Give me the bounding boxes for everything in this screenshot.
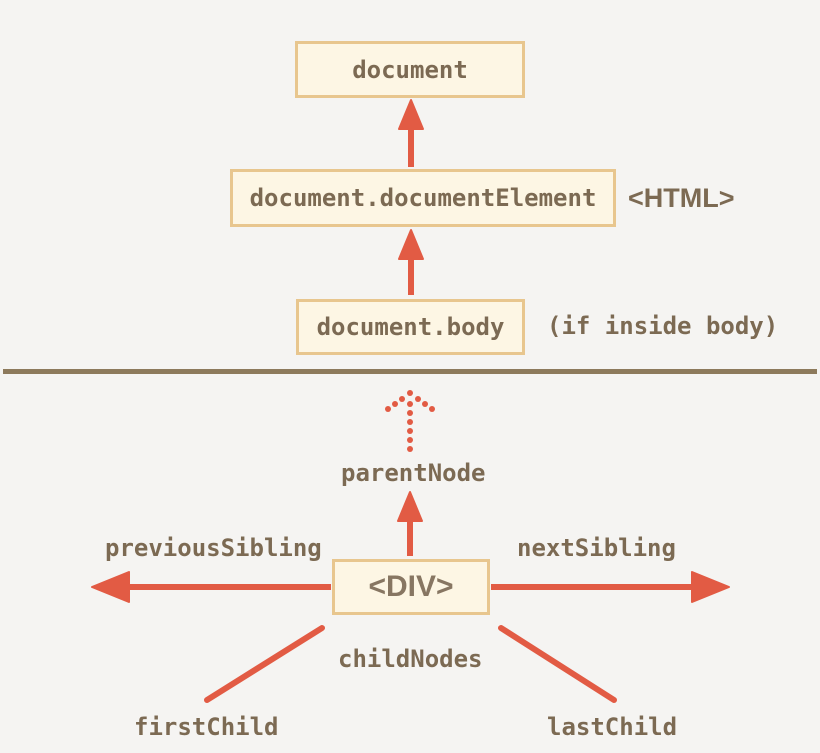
up-arrow-document [398, 99, 424, 167]
left-arrow-previous-sibling [91, 571, 331, 603]
node-div: <DIV> [332, 559, 490, 615]
annotation-if-inside-body: (if inside body) [547, 312, 779, 340]
label-child-nodes: childNodes [338, 645, 483, 673]
label-next-sibling: nextSibling [517, 534, 676, 562]
label-first-child: firstChild [134, 713, 279, 741]
line-first-child [204, 625, 325, 703]
line-last-child [498, 625, 617, 703]
dotted-up-arrow [385, 390, 435, 452]
label-previous-sibling: previousSibling [105, 534, 322, 562]
node-document-element: document.documentElement [230, 169, 616, 227]
node-document-body: document.body [296, 299, 525, 355]
label-parent-node: parentNode [341, 459, 486, 487]
section-divider [3, 369, 817, 374]
right-arrow-next-sibling [491, 571, 730, 603]
up-arrow-parent-node [397, 491, 423, 556]
annotation-html-tag: <HTML> [628, 183, 735, 213]
up-arrow-document-element [398, 229, 424, 295]
label-last-child: lastChild [547, 713, 678, 741]
node-document: document [295, 41, 525, 98]
